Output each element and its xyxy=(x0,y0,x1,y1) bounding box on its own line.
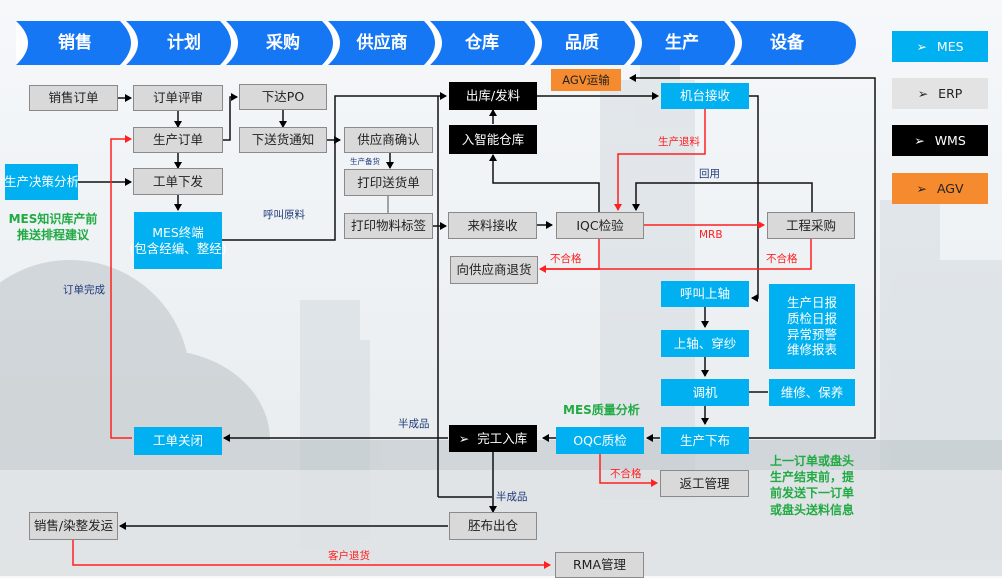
nav-separators xyxy=(16,21,742,65)
node-agv-transport[interactable]: AGV运输 xyxy=(551,69,621,91)
report-item: 维修报表 xyxy=(786,342,837,358)
legend-agv: ➢ AGV xyxy=(892,173,988,204)
label-line: 推送排程建议 xyxy=(16,228,89,243)
label-line: 前发送下一订单 xyxy=(770,486,855,501)
report-item: 生产日报 xyxy=(786,295,837,311)
node-reports[interactable]: 生产日报 质检日报 异常预警 维修报表 xyxy=(769,284,855,369)
arrow-right-icon: ➢ xyxy=(914,133,925,148)
node-maintenance[interactable]: 维修、保养 xyxy=(769,379,855,406)
nav-item-warehouse[interactable]: 仓库 xyxy=(465,33,499,53)
label-reuse: 回用 xyxy=(699,168,720,180)
node-beam-threading[interactable]: 上轴、穿纱 xyxy=(661,330,749,357)
label-line: 生产结束前，提 xyxy=(770,470,855,485)
nav-separator xyxy=(220,21,238,65)
nav-item-equipment[interactable]: 设备 xyxy=(770,33,804,53)
label-mes-quality: MES质量分析 xyxy=(563,403,640,417)
legend-erp: ➢ ERP xyxy=(892,78,988,109)
label-prod-stock: 生产备货 xyxy=(350,157,380,166)
node-greige-out[interactable]: 胚布出仓 xyxy=(449,512,537,540)
node-mes-terminal-title: MES终端 xyxy=(152,224,204,240)
label-prod-return: 生产退料 xyxy=(658,136,700,148)
label-line: 或盘头送料信息 xyxy=(770,502,855,517)
node-mes-terminal[interactable]: MES终端 (包含经编、整经) xyxy=(129,212,227,269)
node-smart-warehouse[interactable]: 入智能仓库 xyxy=(449,125,537,154)
nav-item-supplier[interactable]: 供应商 xyxy=(356,33,408,53)
legend-label: WMS xyxy=(934,133,966,148)
node-call-beam[interactable]: 呼叫上轴 xyxy=(661,281,749,307)
label-call-material: 呼叫原料 xyxy=(263,209,305,221)
node-print-delivery[interactable]: 打印送货单 xyxy=(344,169,433,196)
node-finished-in[interactable]: ➢ 完工入库 xyxy=(449,425,537,452)
node-delivery-notice[interactable]: 下送货通知 xyxy=(239,127,327,153)
label-fail-eng: 不合格 xyxy=(766,253,798,265)
nav-separator xyxy=(624,21,642,65)
node-supplier-confirm[interactable]: 供应商确认 xyxy=(344,127,433,153)
node-print-label[interactable]: 打印物料标签 xyxy=(344,213,433,239)
node-production-order[interactable]: 生产订单 xyxy=(133,127,223,153)
node-oqc[interactable]: OQC质检 xyxy=(556,427,644,454)
legend-label: MES xyxy=(936,39,964,54)
label-line: 上一订单或盘头 xyxy=(770,454,855,468)
legend-wms: ➢ WMS xyxy=(892,125,988,156)
label-line: MES知识库产前 xyxy=(8,212,98,226)
nav-item-plan[interactable]: 计划 xyxy=(167,33,201,53)
nav-separator xyxy=(16,21,28,65)
node-return-supplier[interactable]: 向供应商退货 xyxy=(450,256,538,284)
node-work-order-close[interactable]: 工单关闭 xyxy=(134,427,222,455)
node-tuning[interactable]: 调机 xyxy=(661,379,749,406)
label-mrb: MRB xyxy=(699,229,723,241)
label-mes-knowledge-base: MES知识库产前 推送排程建议 xyxy=(8,211,98,243)
arrow-right-icon: ➢ xyxy=(458,430,470,446)
nav-item-production[interactable]: 生产 xyxy=(665,33,699,53)
report-item: 异常预警 xyxy=(786,326,837,342)
node-rma[interactable]: RMA管理 xyxy=(555,552,644,578)
node-order-review[interactable]: 订单评审 xyxy=(133,85,223,111)
label-order-done: 订单完成 xyxy=(63,284,105,296)
node-issue-po[interactable]: 下达PO xyxy=(239,84,327,110)
arrow-right-icon: ➢ xyxy=(916,181,927,196)
label-customer-return: 客户退货 xyxy=(328,550,370,562)
node-outbound[interactable]: 出库/发料 xyxy=(449,82,537,110)
nav-separator xyxy=(424,21,442,65)
label-semi-finished-2: 半成品 xyxy=(496,491,528,503)
node-material-receive[interactable]: 来料接收 xyxy=(448,212,537,239)
node-work-order-issue[interactable]: 工单下发 xyxy=(133,168,223,195)
nav-item-sales[interactable]: 销售 xyxy=(58,33,92,53)
node-mes-terminal-subtitle: (包含经编、整经) xyxy=(129,240,227,256)
node-eng-purchase[interactable]: 工程采购 xyxy=(767,212,855,239)
legend-label: ERP xyxy=(938,86,963,101)
node-machine-receive[interactable]: 机台接收 xyxy=(661,83,749,109)
node-decision-analysis[interactable]: 生产决策分析 xyxy=(4,164,79,200)
label-next-order-note: 上一订单或盘头 生产结束前，提 前发送下一订单 或盘头送料信息 xyxy=(770,453,854,518)
arrow-right-icon: ➢ xyxy=(917,86,929,101)
node-iqc[interactable]: IQC检验 xyxy=(556,212,644,239)
report-item: 质检日报 xyxy=(786,310,837,326)
legend-mes: ➢ MES xyxy=(892,31,988,62)
node-sales-ship[interactable]: 销售/染整发运 xyxy=(29,512,118,540)
nav-separator xyxy=(322,21,340,65)
node-rework[interactable]: 返工管理 xyxy=(660,470,749,497)
label-semi-finished-1: 半成品 xyxy=(398,418,430,430)
label-fail-oqc: 不合格 xyxy=(610,468,642,480)
nav-separator xyxy=(524,21,542,65)
legend-label: AGV xyxy=(936,181,964,196)
nav-separator xyxy=(120,21,138,65)
node-production-weave[interactable]: 生产下布 xyxy=(661,427,749,454)
arrow-right-icon: ➢ xyxy=(916,39,927,54)
nav-item-quality[interactable]: 品质 xyxy=(565,33,599,53)
nav-item-purchase[interactable]: 采购 xyxy=(266,33,300,53)
node-sales-order[interactable]: 销售订单 xyxy=(29,85,118,111)
nav-separator xyxy=(724,21,742,65)
label-fail-iqc: 不合格 xyxy=(550,253,582,265)
node-finished-in-label: 完工入库 xyxy=(477,430,528,446)
